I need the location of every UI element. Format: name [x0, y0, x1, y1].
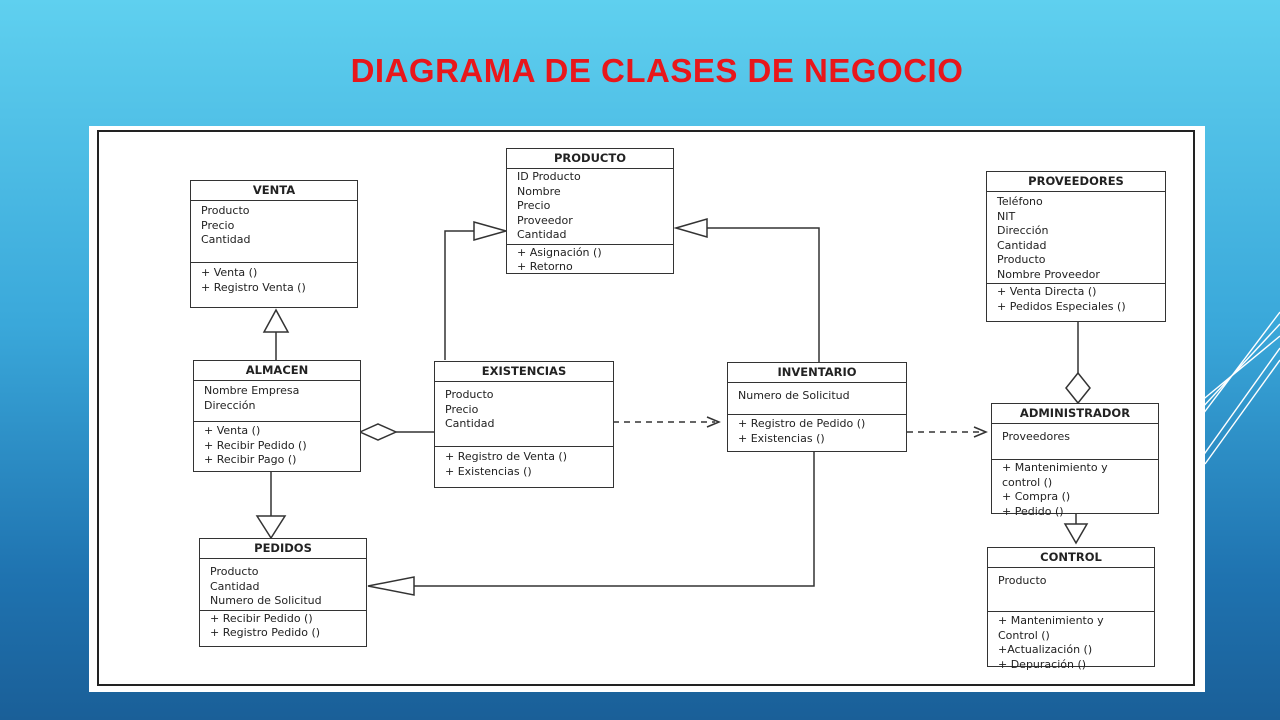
aggregation-diamond-almacen	[358, 423, 398, 441]
attribute: Precio	[517, 199, 551, 212]
operation: + Asignación ()	[517, 245, 602, 259]
attribute: Proveedor	[517, 213, 573, 227]
producto-generalization-arrow-right	[673, 218, 708, 238]
class-almacen: ALMACEN Nombre Empresa Dirección + Venta…	[193, 360, 361, 472]
attribute: Dirección	[204, 398, 256, 412]
producto-generalization-arrow-left	[473, 221, 509, 241]
attribute: Producto	[201, 204, 250, 217]
operation: + Pedidos Especiales ()	[997, 299, 1126, 313]
operation: + Existencias ()	[445, 464, 532, 478]
class-control: CONTROL Producto + Mantenimiento y Contr…	[987, 547, 1155, 671]
class-producto: PRODUCTO ID Producto Nombre Precio Prove…	[506, 148, 674, 274]
operation: + Registro de Venta ()	[445, 450, 568, 463]
operation: + Registro Pedido ()	[210, 626, 321, 639]
attribute: Producto	[210, 565, 259, 578]
attribute: Cantidad	[997, 238, 1047, 252]
operation: + Depuración ()	[998, 657, 1087, 671]
attribute: Cantidad	[201, 233, 251, 246]
class-existencias: EXISTENCIAS Producto Precio Cantidad + R…	[434, 361, 614, 488]
class-proveedores: PROVEEDORES Teléfono NIT Dirección Canti…	[986, 171, 1166, 322]
attribute: Precio	[201, 218, 235, 232]
class-inventario: INVENTARIO Numero de Solicitud + Registr…	[727, 362, 907, 452]
diagram-frame: VENTA Producto Precio Cantidad + Venta (…	[89, 126, 1205, 692]
existencias-producto-line	[444, 230, 474, 360]
control-generalization-arrow	[1063, 523, 1089, 545]
inventario-producto-line	[707, 227, 820, 362]
operation: Control ()	[998, 628, 1050, 642]
attribute: Nombre	[517, 184, 561, 198]
operation: + Registro Venta ()	[201, 280, 306, 294]
connectors	[255, 218, 1091, 596]
operation: + Venta ()	[201, 266, 258, 279]
attribute: Proveedores	[1002, 430, 1070, 443]
operation: + Recibir Pedido ()	[204, 438, 307, 452]
class-name: CONTROL	[988, 548, 1154, 568]
corner-decoration	[1200, 311, 1280, 465]
attribute: Nombre Empresa	[204, 384, 300, 397]
attribute: Producto	[445, 388, 494, 401]
attribute: Nombre Proveedor	[997, 267, 1100, 281]
operation: + Mantenimiento y	[998, 614, 1104, 627]
operation: + Venta Directa ()	[997, 285, 1097, 298]
attribute: ID Producto	[517, 170, 581, 183]
operation: + Recibir Pedido ()	[210, 611, 313, 625]
class-administrador: ADMINISTRADOR Proveedores + Mantenimient…	[991, 403, 1159, 518]
operation: + Recibir Pago ()	[204, 453, 297, 466]
class-name: PEDIDOS	[200, 539, 366, 559]
class-name: EXISTENCIAS	[435, 362, 613, 382]
attribute: Cantidad	[445, 417, 495, 430]
attribute: Producto	[998, 574, 1047, 587]
class-pedidos: PEDIDOS Producto Cantidad Numero de Soli…	[199, 538, 367, 647]
attribute: Dirección	[997, 224, 1049, 237]
operation: + Retorno	[517, 260, 573, 273]
pedidos-generalization-arrow-right	[367, 576, 415, 596]
operation: + Pedido ()	[1002, 504, 1064, 518]
operation: + Compra ()	[1002, 490, 1071, 503]
inventario-pedidos-line	[414, 452, 815, 587]
attribute: NIT	[997, 209, 1016, 223]
operation: +Actualización ()	[998, 643, 1093, 656]
class-name: PRODUCTO	[507, 149, 673, 169]
operation: + Existencias ()	[738, 431, 825, 445]
class-name: INVENTARIO	[728, 363, 906, 383]
class-name: ADMINISTRADOR	[992, 404, 1158, 424]
operation: control ()	[1002, 475, 1053, 489]
class-name: ALMACEN	[194, 361, 360, 381]
attribute: Cantidad	[517, 228, 567, 241]
attribute: Producto	[997, 253, 1046, 266]
pedidos-generalization-arrow	[255, 515, 287, 540]
class-name: PROVEEDORES	[987, 172, 1165, 192]
operation: + Mantenimiento y	[1002, 461, 1108, 474]
slide-title: DIAGRAMA DE CLASES DE NEGOCIO	[350, 52, 964, 89]
aggregation-diamond-administrador	[1065, 371, 1091, 405]
operation: + Registro de Pedido ()	[738, 417, 866, 430]
diagram-border	[97, 130, 1195, 686]
attribute: Teléfono	[997, 195, 1043, 208]
attribute: Numero de Solicitud	[210, 594, 322, 607]
class-venta: VENTA Producto Precio Cantidad + Venta (…	[190, 180, 358, 308]
class-name: VENTA	[191, 181, 357, 201]
attribute: Precio	[445, 402, 479, 416]
venta-generalization-arrow	[262, 308, 290, 333]
operation: + Venta ()	[204, 424, 261, 437]
attribute: Numero de Solicitud	[738, 389, 850, 402]
attribute: Cantidad	[210, 579, 260, 593]
